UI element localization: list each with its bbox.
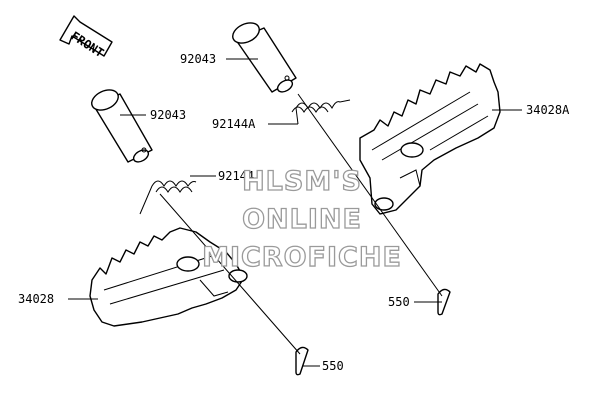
- spring-right: [291, 99, 351, 125]
- assembly-line-right: [297, 93, 443, 297]
- cotter-right: [437, 288, 451, 316]
- callout-pin-top: 92043: [180, 52, 216, 66]
- callout-pin-left: 92043: [150, 108, 186, 122]
- spring-left: [139, 180, 197, 215]
- footpeg-right: [359, 63, 501, 215]
- pin-left: [91, 89, 153, 163]
- callout-cotter-left: 550: [322, 359, 344, 373]
- watermark-line-3: MICROFICHE: [202, 242, 402, 273]
- callout-cotter-right: 550: [388, 295, 410, 309]
- pin-top: [232, 22, 297, 93]
- cotter-left: [295, 346, 309, 376]
- watermark-line-2: ONLINE: [242, 204, 362, 235]
- front-arrow: FRONT: [59, 15, 113, 60]
- watermark: HLSM'S ONLINE MICROFICHE: [201, 165, 402, 273]
- callout-footpeg-left: 34028: [18, 292, 54, 306]
- assembly-line-left: [159, 193, 301, 355]
- watermark-line-1: HLSM'S: [242, 166, 362, 197]
- callout-spring-left: 92144: [218, 169, 254, 183]
- callout-spring-right: 92144A: [212, 117, 256, 131]
- footpeg-left: [89, 227, 248, 327]
- callout-footpeg-right: 34028A: [526, 103, 570, 117]
